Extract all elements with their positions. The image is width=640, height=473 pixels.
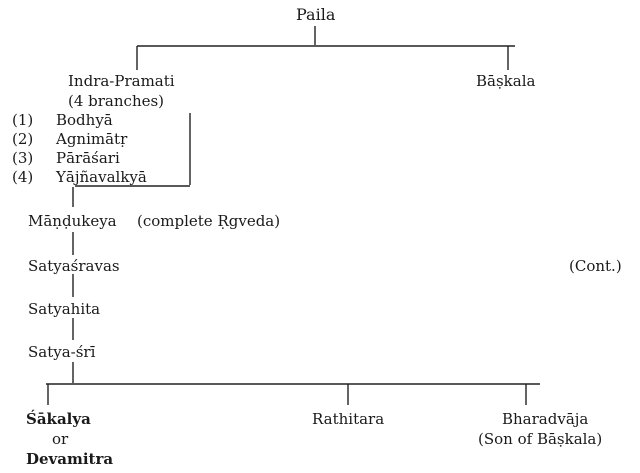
- branch-num-1: (1): [12, 111, 34, 129]
- node-devamitra: Devamitra: [26, 450, 114, 468]
- node-paila: Paila: [296, 5, 336, 24]
- node-bharadvaja-note: (Son of Bāṣkala): [478, 430, 603, 448]
- branch-num-3: (3): [12, 149, 34, 167]
- node-satyasravas: Satyaśravas: [28, 257, 120, 275]
- branch-parasari: Pārāśari: [56, 149, 120, 167]
- branch-num-2: (2): [12, 130, 34, 148]
- node-rathitara: Rathitara: [312, 410, 385, 428]
- node-indra-note: (4 branches): [68, 92, 165, 110]
- branch-bodhya: Bodhyā: [56, 111, 113, 129]
- node-mandukeya-note: (complete Ṛgveda): [137, 212, 281, 230]
- continued-label: (Cont.): [569, 257, 622, 275]
- node-sakalya: Śākalya: [26, 410, 91, 428]
- node-baskala: Bāṣkala: [476, 72, 536, 90]
- branch-yajnavalkya: Yājñavalkyā: [56, 168, 147, 186]
- node-indra-pramati: Indra-Pramati: [68, 72, 175, 90]
- branch-num-4: (4): [12, 168, 34, 186]
- node-satyahita: Satyahita: [28, 300, 101, 318]
- node-satyasri: Satya-śrī: [28, 343, 96, 361]
- node-sakalya-or: or: [52, 430, 69, 448]
- node-bharadvaja: Bharadvāja: [502, 410, 589, 428]
- branch-agnimatr: Agnimātṛ: [56, 130, 128, 148]
- node-mandukeya: Māṇḍukeya: [28, 212, 117, 230]
